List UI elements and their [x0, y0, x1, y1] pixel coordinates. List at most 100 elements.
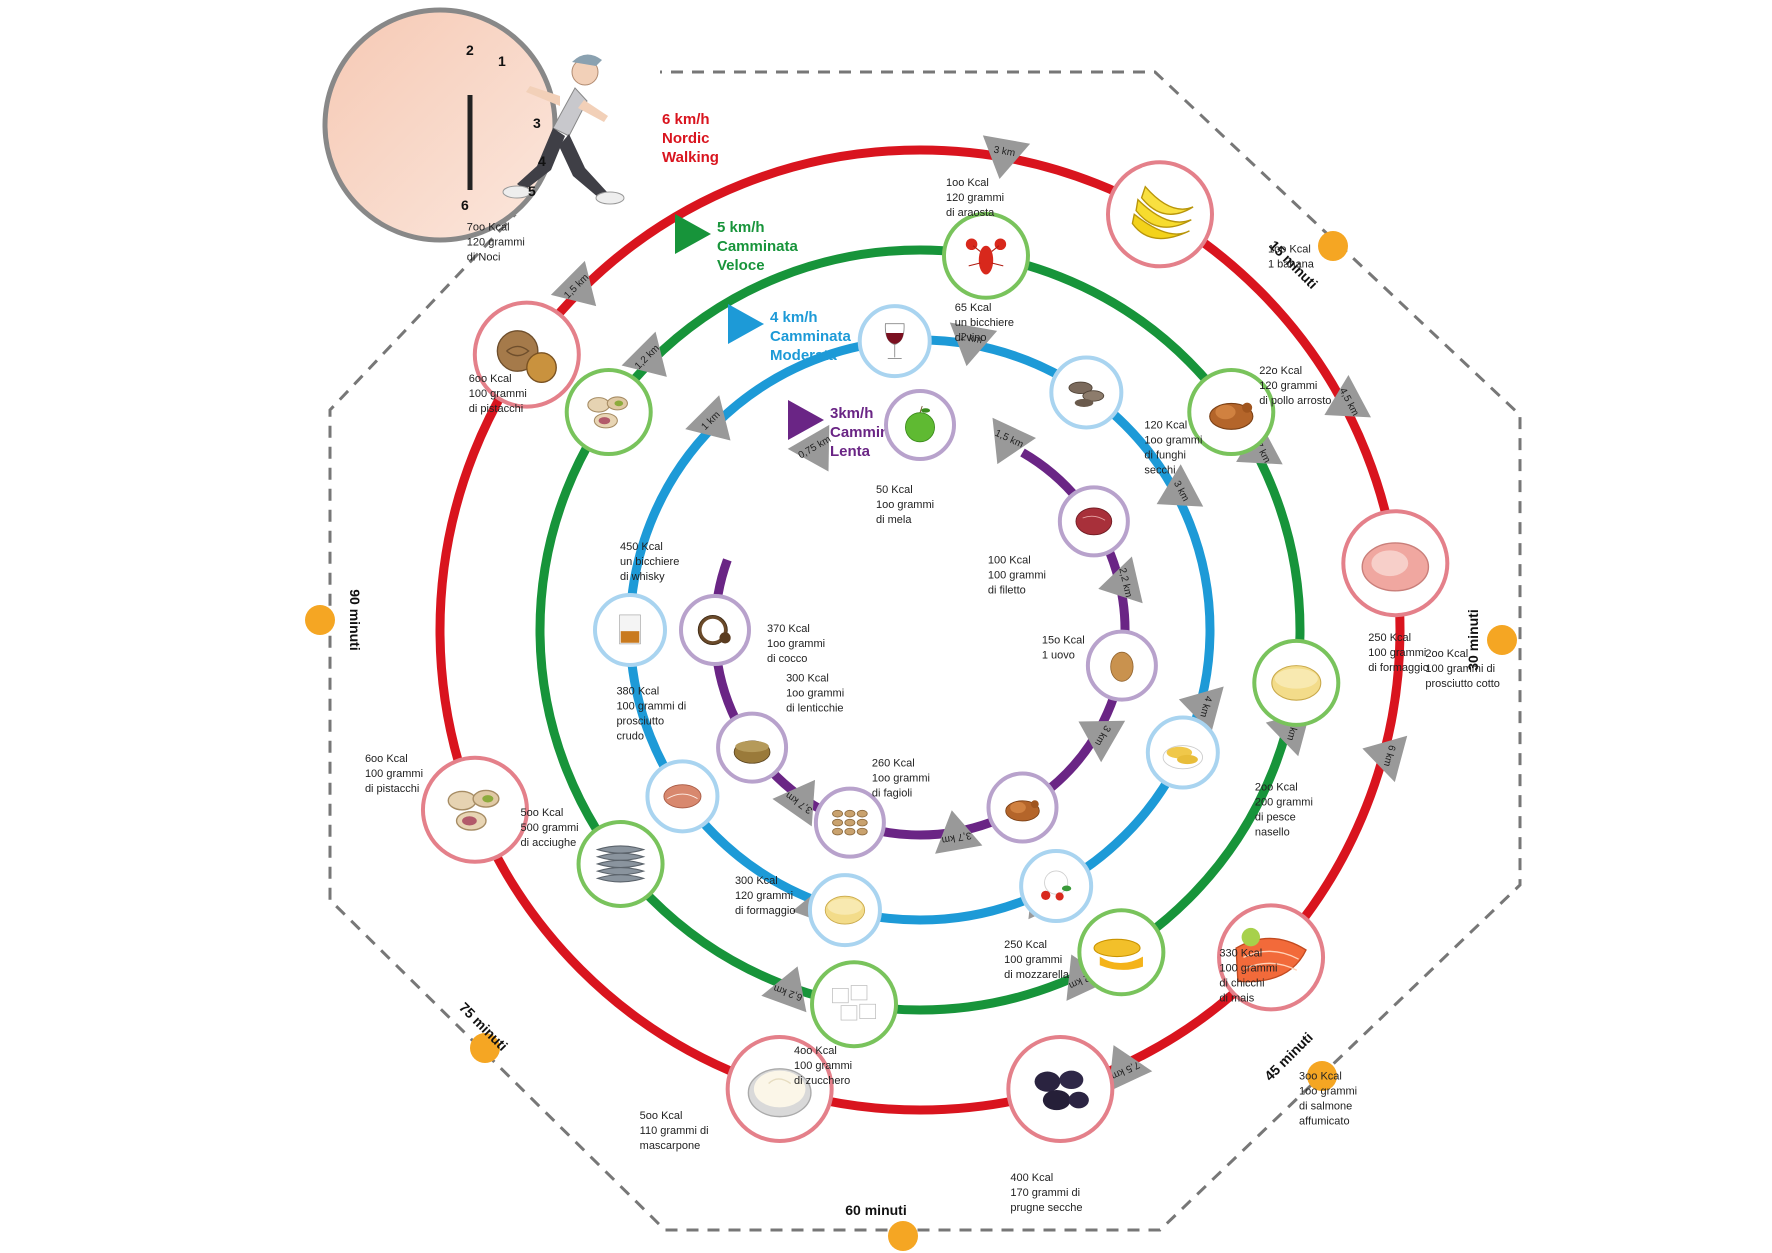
prosciutto-icon — [663, 784, 702, 809]
food-calorie-label: 110 grammi di — [640, 1125, 709, 1137]
food-node-blue — [1145, 715, 1220, 790]
speed-title-line: 4 km/h — [770, 309, 818, 326]
food-calorie-label: 100 grammi — [365, 768, 423, 780]
speed-title-line: Camminata — [717, 238, 799, 255]
food-calorie-label: 100 grammi — [469, 388, 527, 400]
mushrooms-icon — [1068, 381, 1105, 407]
distance-label: 3 km — [993, 145, 1016, 160]
banana-icon — [1131, 185, 1194, 240]
food-calorie-label: di mais — [1219, 992, 1254, 1004]
food-calorie-label: 170 grammi di — [1010, 1187, 1080, 1199]
food-calorie-label: 450 Kcal — [620, 541, 663, 553]
walker-icon — [502, 54, 625, 205]
distance-arrow-icon — [550, 260, 597, 307]
time-marker-label: 90 minuti — [347, 589, 363, 650]
food-calorie-label: 1oo Kcal — [1268, 243, 1311, 255]
food-calorie-label: un bicchiere — [620, 556, 679, 568]
food-calorie-label: di pollo arrosto — [1259, 395, 1331, 407]
distance-arrow-icon — [1098, 556, 1143, 604]
food-calorie-label: di formaggio — [735, 905, 796, 917]
food-node-circle — [420, 755, 529, 864]
food-calorie-label: di araosta — [946, 207, 995, 219]
distance-marker-red: 7,5 km — [1108, 1045, 1153, 1092]
clock-number: 1 — [498, 53, 506, 69]
distance-arrow-icon — [1156, 464, 1204, 507]
distance-marker-red: 4,5 km — [1324, 375, 1371, 418]
food-calorie-label: 200 grammi — [1255, 797, 1313, 809]
food-node-purple — [813, 786, 886, 859]
food-calorie-label: 7oo Kcal — [467, 222, 510, 234]
mozzarella-icon — [1041, 870, 1072, 901]
ring-green — [535, 245, 1305, 1015]
clock-number: 5 — [528, 183, 536, 199]
food-node-red — [1106, 160, 1214, 269]
mascarpone-icon — [747, 1068, 812, 1118]
corn-icon — [1093, 938, 1143, 970]
salmon-icon — [1235, 927, 1307, 983]
food-node-green — [576, 819, 665, 908]
speed-title-line: Lenta — [830, 443, 871, 460]
pistachio-icon — [447, 789, 500, 831]
distance-marker-green: 1,2 km — [621, 331, 667, 377]
food-node-red — [1341, 509, 1450, 618]
food-node-green — [941, 211, 1030, 300]
food-calorie-label: 120 grammi — [467, 237, 525, 249]
distance-marker-red: 6 km — [1362, 735, 1408, 783]
food-node-circle — [1106, 160, 1214, 269]
fish-fillet-icon — [1162, 745, 1203, 770]
food-calorie-label: 250 Kcal — [1004, 939, 1047, 951]
food-node-green — [564, 368, 653, 457]
time-marker-label: 30 minuti — [1465, 609, 1481, 670]
distance-marker-blue: 4 km — [1178, 686, 1224, 733]
time-dot — [470, 1033, 500, 1063]
whisky-icon — [619, 614, 641, 645]
food-node-blue — [593, 593, 667, 667]
food-calorie-label: 100 grammi — [1004, 954, 1062, 966]
distance-arrow-icon — [621, 331, 667, 377]
time-marker-label: 60 minuti — [845, 1202, 906, 1218]
roast-chicken-icon — [1209, 402, 1254, 430]
food-calorie-label: 1oo Kcal — [946, 177, 989, 189]
food-node-purple — [1085, 629, 1158, 702]
distance-marker-purple: 3,7 km — [935, 810, 983, 854]
distance-arrow-icon — [935, 810, 983, 854]
food-calorie-label: di lenticchie — [786, 703, 843, 715]
food-calorie-label: di Noci — [467, 252, 501, 264]
food-calorie-label: 1oo grammi — [786, 688, 844, 700]
food-node-green — [810, 960, 899, 1049]
distance-marker-blue: 2 km — [949, 322, 998, 367]
food-calorie-label: 1 banana — [1268, 258, 1315, 270]
food-calorie-label: 120 grammi — [735, 890, 793, 902]
food-calorie-label: 330 Kcal — [1219, 947, 1262, 959]
food-calorie-label: crudo — [616, 730, 644, 742]
distance-arrow-icon — [1324, 375, 1371, 418]
distance-arrow-icon — [982, 135, 1031, 179]
time-dot — [1487, 625, 1517, 655]
food-calorie-label: 5oo Kcal — [640, 1110, 683, 1122]
steak-icon — [1075, 507, 1113, 536]
clock-face — [322, 7, 558, 243]
food-node-green — [1252, 638, 1341, 727]
time-dot — [888, 1221, 918, 1251]
coconut-icon — [697, 615, 731, 645]
food-calorie-label: 100 grammi — [988, 569, 1046, 581]
cheese-icon — [1271, 665, 1322, 701]
distance-marker-red: 3 km — [982, 135, 1031, 179]
distance-label: 4 km — [1197, 695, 1213, 719]
direction-arrow-icon — [675, 214, 711, 254]
food-calorie-label: 380 Kcal — [616, 685, 659, 697]
walnut-icon — [496, 330, 557, 383]
food-calorie-label: 5oo Kcal — [521, 807, 564, 819]
lentils-icon — [733, 740, 771, 764]
direction-arrow-icon — [788, 400, 824, 440]
food-calorie-label: 1oo grammi — [876, 499, 934, 511]
chicken-icon — [1005, 800, 1040, 822]
prunes-icon — [1034, 1070, 1089, 1111]
food-calorie-label: 4oo Kcal — [794, 1045, 837, 1057]
food-node-red — [725, 1035, 834, 1144]
food-node-red — [1217, 903, 1326, 1012]
food-calorie-label: 1oo grammi — [1144, 434, 1202, 446]
food-node-circle — [564, 368, 653, 457]
food-node-blue — [857, 304, 932, 379]
